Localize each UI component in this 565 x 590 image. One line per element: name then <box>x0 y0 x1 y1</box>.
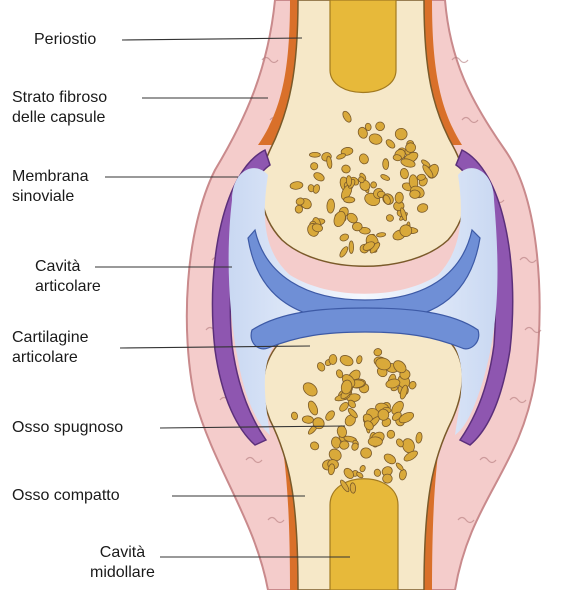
trabecula-upper <box>409 190 420 199</box>
trabecula-lower <box>387 430 395 438</box>
label-strato-fibroso: Strato fibroso delle capsule <box>12 88 107 128</box>
label-cavita-midollare: Cavità midollare <box>90 543 155 583</box>
trabecula-upper <box>346 175 352 186</box>
trabecula-upper <box>395 128 407 140</box>
trabecula-upper <box>309 152 320 157</box>
label-osso-spugnoso: Osso spugnoso <box>12 418 123 438</box>
trabecula-upper <box>349 241 354 254</box>
upper-marrow-cavity <box>330 0 396 93</box>
trabecula-upper <box>344 197 355 203</box>
trabecula-lower <box>368 437 382 447</box>
trabecula-upper <box>352 222 362 231</box>
trabecula-upper <box>383 159 389 170</box>
label-cavita-articolare: Cavità articolare <box>35 257 101 297</box>
trabecula-lower <box>378 409 389 421</box>
label-membrana-sinoviale: Membrana sinoviale <box>12 167 88 207</box>
lower-marrow-cavity <box>330 479 398 590</box>
trabecula-lower <box>329 354 337 365</box>
label-periostio: Periostio <box>34 30 96 50</box>
label-cartilagine-articolare: Cartilagine articolare <box>12 328 88 368</box>
trabecula-upper <box>370 181 377 188</box>
trabecula-lower <box>350 483 356 494</box>
label-osso-compatto: Osso compatto <box>12 486 120 506</box>
